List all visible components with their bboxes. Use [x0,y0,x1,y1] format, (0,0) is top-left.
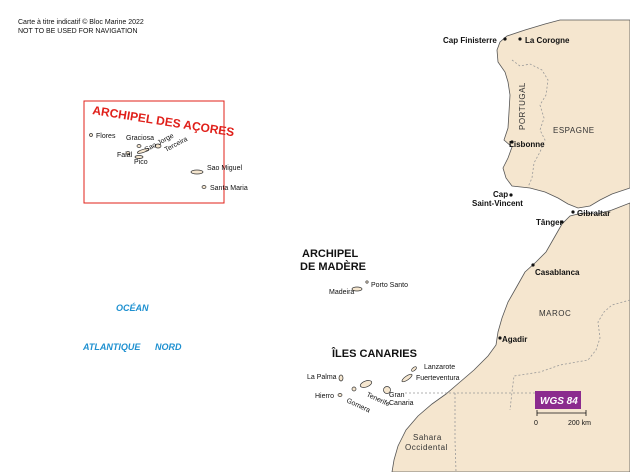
island-fuerteventura: Fuerteventura [416,375,460,382]
island-faial: Faial [117,152,133,159]
place-agadir: Agadir [502,335,527,344]
island-tenerife: Tenerife [365,391,391,408]
place-cap-finisterre: Cap Finisterre [443,36,497,45]
copyright-note: Carte à titre indicatif © Bloc Marine 20… [18,18,144,26]
country-maroc: MAROC [539,309,571,318]
country-portugal: PORTUGAL [518,82,527,130]
place-cap-saint-vincent-line2: Saint-Vincent [472,199,523,208]
island-santa-maria: Santa Maria [210,185,248,192]
island-pico: Pico [134,159,148,166]
madeira-title-line1: ARCHIPEL [302,248,359,260]
navigation-warning: NOT TO BE USED FOR NAVIGATION [18,28,138,35]
ocean-label-line1: OCÉAN [116,303,149,313]
ocean-label-line2a: ATLANTIQUE [82,342,141,352]
azores-islands-shapes [89,133,207,189]
island-flores: Flores [96,133,116,140]
place-gibraltar: Gibraltar [577,209,610,218]
datum-badge-label: WGS 84 [540,396,578,407]
datum-badge [535,391,581,409]
island-gran-canaria-line2: Canaria [389,400,414,407]
place-lisbonne: Lisbonne [509,140,545,149]
country-sahara-line1: Sahara [413,433,442,442]
ocean-label-line2b: NORD [155,342,182,352]
island-porto-santo: Porto Santo [371,282,408,289]
canaries-title: ÎLES CANARIES [331,347,417,360]
country-espagne: ESPAGNE [553,126,595,135]
island-hierro: Hierro [315,393,334,400]
island-sao-miguel: Sao Miguel [207,165,242,172]
place-cap-saint-vincent-line1: Cap [493,190,508,199]
madeira-islands-shapes [351,280,369,292]
azores-inset-box [83,100,225,204]
place-la-corogne: La Corogne [525,36,570,45]
country-sahara-line2: Occidental [405,443,448,452]
scale-bar-start: 0 [534,420,538,427]
madeira-title-line2: DE MADÈRE [300,260,366,273]
island-gomera: Gomera [345,397,371,414]
island-madeira: Madeira [329,289,354,296]
land-iberia [496,19,630,209]
island-gran-canaria-line1: Gran [389,392,405,399]
city-markers [498,37,575,340]
canary-islands-shapes [337,366,417,397]
island-graciosa: Graciosa [126,135,154,142]
place-casablanca: Casablanca [535,268,580,277]
island-la-palma: La Palma [307,374,337,381]
place-tanger: Tânger [536,218,563,227]
scale-bar [536,410,587,416]
scale-bar-end: 200 km [568,420,591,427]
island-lanzarote: Lanzarote [424,364,455,371]
